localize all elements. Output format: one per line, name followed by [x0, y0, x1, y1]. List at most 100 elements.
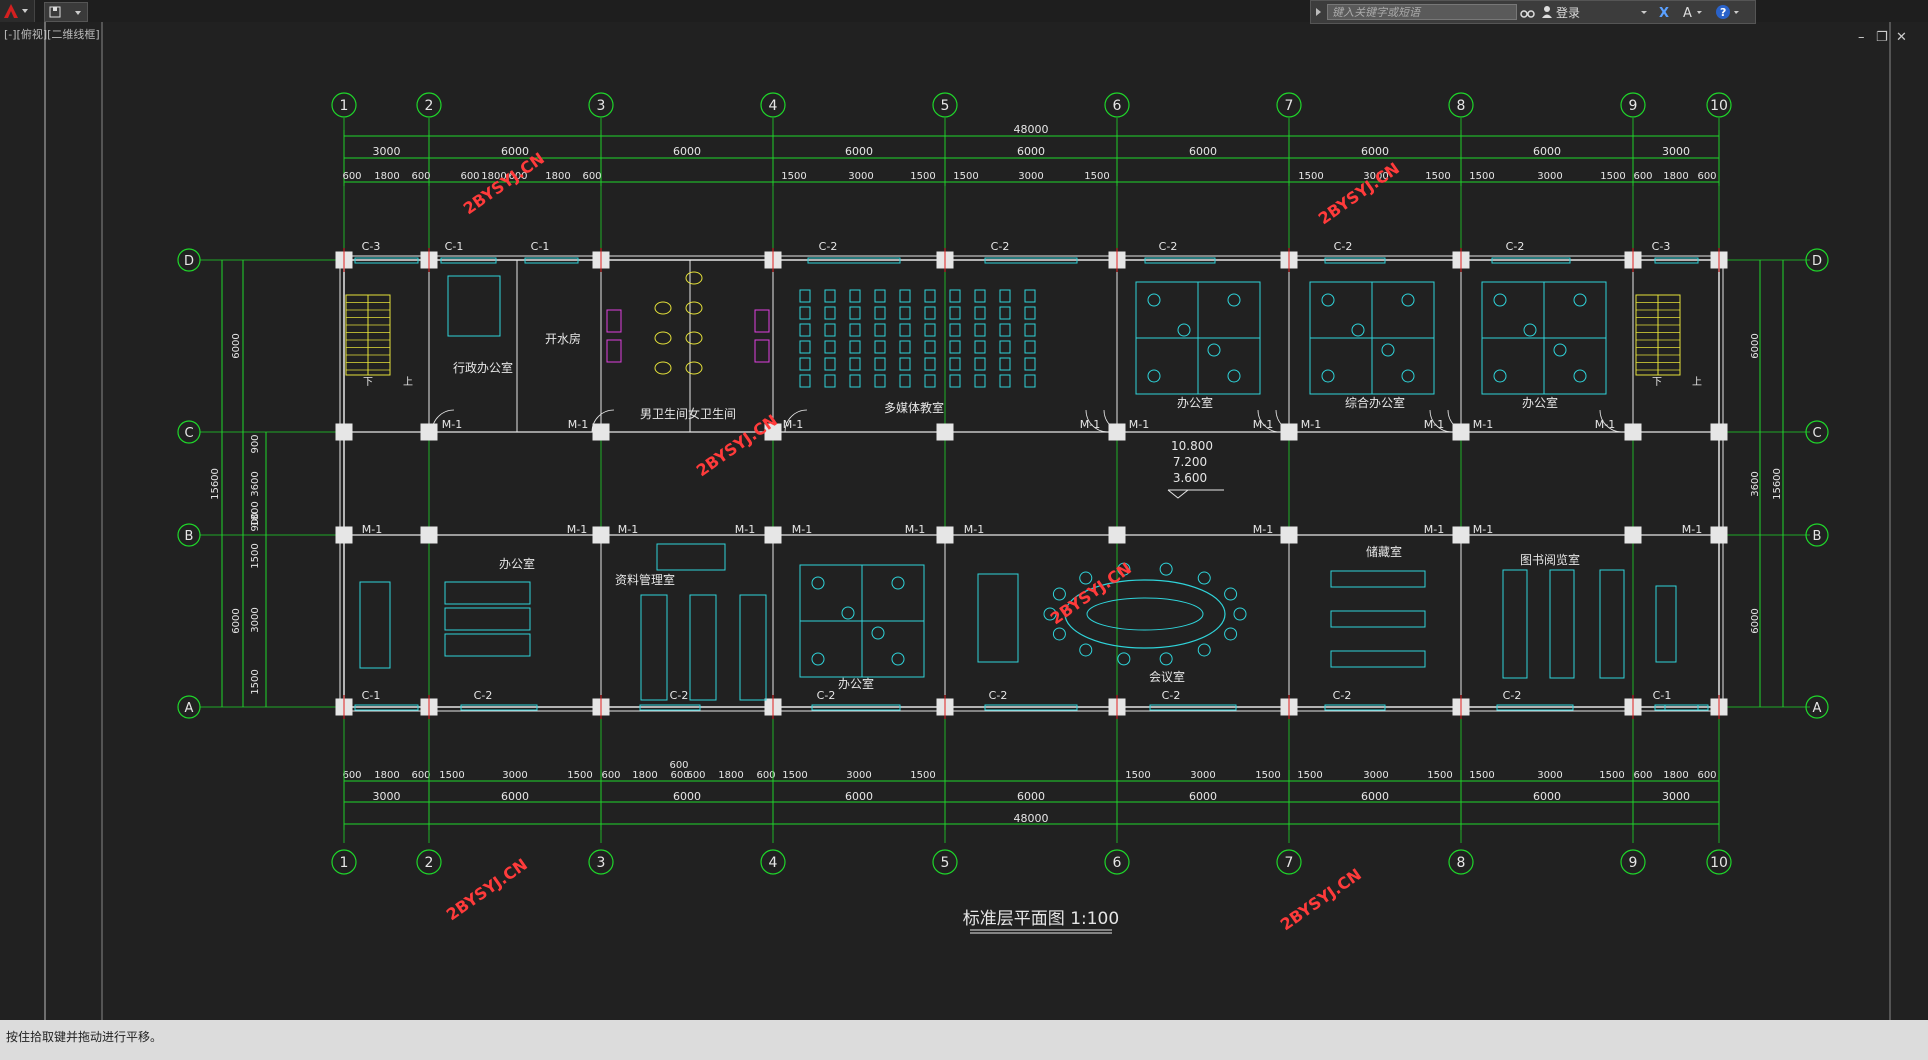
column-grid-bubble [1706, 849, 1732, 875]
bookshelf [1549, 569, 1575, 679]
top-dimension-text: 6000 [1189, 145, 1217, 158]
row-grid-bubble [177, 248, 201, 272]
window [1654, 257, 1699, 264]
door-label: M-1 [362, 523, 382, 536]
classroom-desk [924, 306, 936, 320]
door-label: M-1 [792, 523, 812, 536]
room-name: 办公室 [1177, 395, 1213, 410]
classroom-desk [899, 374, 911, 388]
svg-text:A: A [1683, 6, 1692, 21]
row-grid-label: B [185, 529, 194, 544]
watermark: 2BYSYJ.CN [1047, 559, 1135, 629]
classroom-desk [1024, 306, 1036, 320]
classroom-desk [974, 357, 986, 371]
column-grid-label: 5 [941, 98, 950, 114]
top-detail-dimension-text: 600 [508, 171, 527, 182]
classroom-desk [874, 323, 886, 337]
office-chair [1227, 293, 1241, 307]
office-chair [811, 576, 825, 590]
left-dimension-text: 6000 [231, 608, 242, 633]
chevron-down-icon[interactable] [1639, 1, 1651, 23]
door-swing [784, 409, 808, 433]
conference-chair [1233, 607, 1247, 621]
top-dimension-text: 3000 [1662, 145, 1690, 158]
classroom-desk [974, 374, 986, 388]
watermark: 2BYSYJ.CN [1277, 865, 1365, 935]
svg-text:X: X [1659, 6, 1669, 21]
door-swing [591, 409, 615, 433]
toilet [654, 331, 672, 345]
structural-column [420, 423, 438, 441]
classroom-desk [924, 374, 936, 388]
help-icon[interactable]: ? [1713, 1, 1743, 23]
window-label: C-2 [817, 689, 836, 702]
top-dimension-text: 3000 [373, 145, 401, 158]
restore-icon[interactable]: ❐ [1876, 30, 1888, 45]
binoculars-icon[interactable] [1517, 1, 1537, 23]
top-detail-dimension-text: 1800 [545, 171, 570, 182]
exterior-wall [343, 259, 1720, 708]
window [1654, 704, 1699, 711]
storage-rack [1330, 570, 1426, 588]
minimize-icon[interactable]: – [1858, 30, 1865, 45]
toilet [685, 331, 703, 345]
right-dimension-text: 3600 [1750, 471, 1761, 496]
row-grid-bubble [1805, 420, 1829, 444]
office-chair [1227, 369, 1241, 383]
door-label: M-1 [1682, 523, 1702, 536]
search-input[interactable]: 键入关键字或短语 [1327, 4, 1517, 20]
top-detail-dimension-text: 1800 [374, 171, 399, 182]
quick-access-toolbar[interactable] [44, 2, 88, 22]
autocad-logo-icon [4, 4, 28, 18]
room-name: 会议室 [1149, 669, 1185, 684]
structural-column [420, 526, 438, 544]
top-dimension-text: 6000 [1017, 145, 1045, 158]
door-label: M-1 [618, 523, 638, 536]
door-swing [1275, 409, 1299, 433]
overall-width-dimension: 48000 [1014, 812, 1049, 825]
command-line[interactable] [0, 1020, 1928, 1060]
classroom-desk [1024, 323, 1036, 337]
office-chair [1573, 369, 1587, 383]
top-detail-dimension-text: 3000 [848, 171, 873, 182]
bottom-detail-dimension-text: 600 [601, 770, 620, 781]
bottom-detail-dimension-text: 1500 [1599, 770, 1624, 781]
column-grid-bubble [588, 92, 614, 118]
login-button[interactable]: 登录 [1556, 6, 1581, 20]
bookshelf [689, 594, 717, 701]
bottom-detail-dimension-text: 1500 [1297, 770, 1322, 781]
top-detail-dimension-text: 1800 [1663, 171, 1688, 182]
office-chair [1147, 369, 1161, 383]
a360-icon[interactable]: A [1679, 1, 1705, 23]
structural-column [592, 526, 610, 544]
classroom-desk [974, 323, 986, 337]
reading-desk [1655, 585, 1677, 663]
wash-basin [606, 339, 622, 363]
bottom-detail-dimension-text: 1800 [374, 770, 399, 781]
structural-column [936, 423, 954, 441]
desk [444, 633, 531, 657]
stair-down-label: 下 [363, 377, 373, 388]
column-grid-bubble [1276, 849, 1302, 875]
bottom-detail-dimension-text: 600 [669, 760, 688, 771]
top-detail-dimension-text: 1500 [1469, 171, 1494, 182]
window-label: C-2 [1162, 689, 1181, 702]
column-grid-bubble [932, 849, 958, 875]
structural-column [1624, 526, 1642, 544]
classroom-desk [799, 374, 811, 388]
bookshelf [1502, 569, 1528, 679]
elevation-label: 10.800 [1171, 439, 1213, 453]
save-icon [49, 6, 81, 18]
column-grid-label: 2 [425, 98, 434, 114]
exchange-icon[interactable]: X [1655, 1, 1677, 23]
wash-basin [754, 309, 770, 333]
door-swing [1085, 409, 1109, 433]
left-inner-dimension-text: 900 [250, 434, 261, 453]
expand-arrow-icon[interactable] [1313, 1, 1325, 23]
application-menu-button[interactable] [0, 0, 35, 22]
viewport-controls[interactable]: [-][俯视][二维线框] [4, 28, 100, 41]
top-detail-dimension-text: 3000 [1537, 171, 1562, 182]
top-dimension-text: 6000 [1533, 145, 1561, 158]
close-icon[interactable]: ✕ [1896, 30, 1907, 45]
